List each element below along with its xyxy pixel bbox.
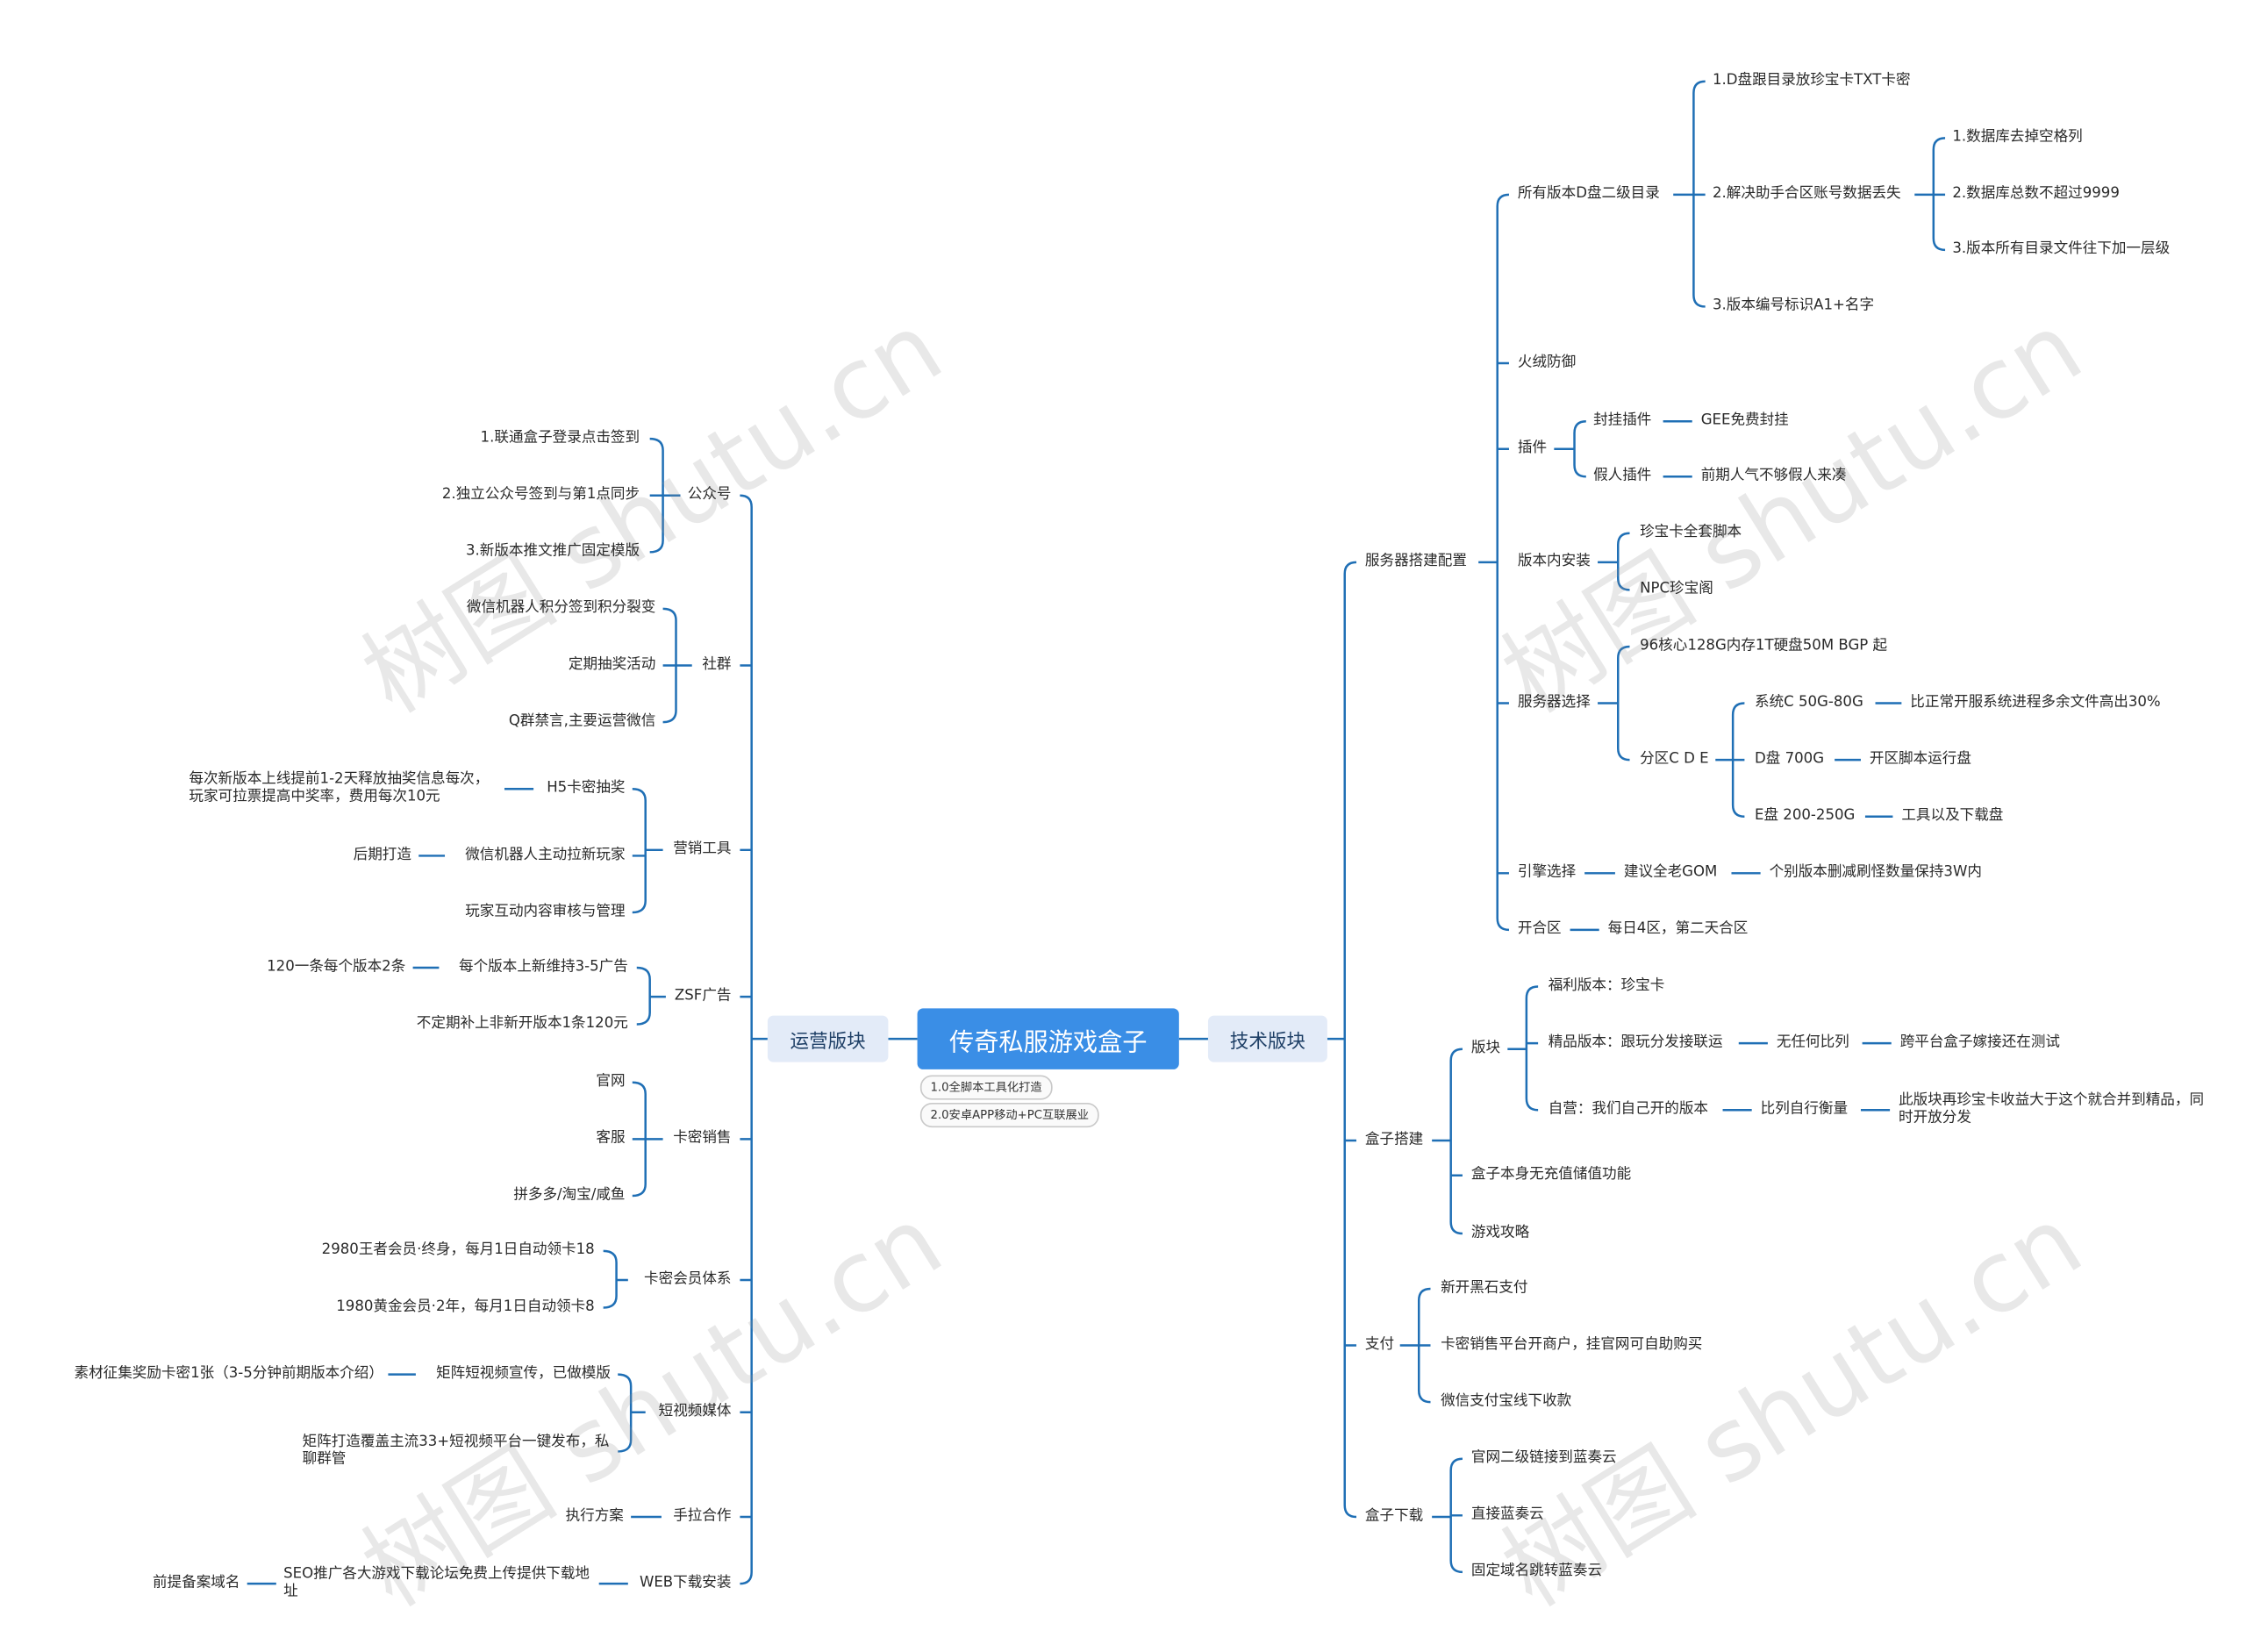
node-plugin-a[interactable]: 封挂插件: [1593, 412, 1652, 429]
node-dsp-a-note[interactable]: 素材征集奖励卡密1张（3-5分钟前期版本介绍）: [74, 1365, 383, 1382]
branch-ops[interactable]: 运营版块: [767, 1015, 889, 1062]
node-leaf[interactable]: 此版块再珍宝卡收益大于这个就合并到精品，同时开放分发: [1899, 1092, 2205, 1126]
node-plugin-b[interactable]: 假人插件: [1593, 468, 1652, 484]
node-ver[interactable]: 版块: [1470, 1040, 1501, 1056]
node-leaf[interactable]: 新开黑石支付: [1441, 1280, 1528, 1297]
node-e[interactable]: E盘 200-250G: [1754, 807, 1856, 825]
root-note: 1.0全脚本工具化打造: [919, 1075, 1053, 1100]
root-node[interactable]: 传奇私服游戏盒子: [917, 1008, 1179, 1069]
node-c[interactable]: 系统C 50G-80G: [1754, 694, 1863, 711]
node-d[interactable]: 所有版本D盘二级目录: [1517, 185, 1660, 203]
node-leaf[interactable]: 微信机器人积分签到积分裂变: [466, 599, 656, 617]
node-leaf[interactable]: 1.D盘跟目录放珍宝卡TXT卡密: [1712, 72, 1911, 89]
node-inner[interactable]: 版本内安装: [1517, 553, 1591, 570]
node-zsf-b[interactable]: 不定期补上非新开版本1条120元: [416, 1015, 628, 1032]
node-leaf[interactable]: 2.数据库总数不超过9999: [1952, 185, 2120, 203]
node-leaf[interactable]: 3.版本所有目录文件往下加一层级: [1952, 240, 2171, 258]
node-leaf[interactable]: 跨平台盒子嫁接还在测试: [1899, 1034, 2060, 1051]
node-web[interactable]: WEB下载安装: [639, 1575, 732, 1591]
node-leaf[interactable]: 盒子本身无充值储值功能: [1470, 1166, 1632, 1184]
node-leaf[interactable]: GEE免费封挂: [1700, 412, 1789, 429]
node-leaf[interactable]: 3.版本编号标识A1+名字: [1712, 297, 1875, 314]
node-yx[interactable]: 营销工具: [673, 840, 732, 858]
node-leaf[interactable]: 2.独立公众号签到与第1点同步: [441, 486, 640, 504]
node-web-a[interactable]: SEO推广各大游戏下载论坛免费上传提供下载地址: [283, 1566, 590, 1600]
node-leaf[interactable]: 火绒防御: [1517, 354, 1577, 371]
node-leaf[interactable]: 游戏攻略: [1470, 1225, 1530, 1241]
node-leaf[interactable]: 96核心128G内存1T硬盘50M BGP 起: [1640, 638, 1888, 654]
node-leaf[interactable]: 比正常开服系统进程多余文件高出30%: [1910, 694, 2161, 711]
node-server[interactable]: 服务器搭建配置: [1364, 553, 1467, 570]
node-leaf[interactable]: 3.新版本推文推广固定模版: [465, 543, 640, 560]
node-zsf-a[interactable]: 每个版本上新维持3-5广告: [459, 959, 628, 976]
node-zy2[interactable]: 比列自行衡量: [1760, 1101, 1849, 1118]
node-part[interactable]: 分区C D E: [1640, 751, 1709, 768]
node-dsp[interactable]: 短视频媒体: [658, 1403, 732, 1420]
node-h5-note[interactable]: 每次新版本上线提前1-2天释放抽奖信息每次，玩家可拉票提高中奖率，费用每次10元: [189, 771, 490, 805]
node-leaf[interactable]: 执行方案: [565, 1508, 624, 1525]
node-leaf[interactable]: 直接蓝奏云: [1470, 1506, 1544, 1523]
node-leaf[interactable]: 定期抽奖活动: [568, 656, 656, 673]
node-leaf[interactable]: Q群禁言,主要运营微信: [508, 713, 656, 730]
node-engine-a[interactable]: 建议全老GOM: [1623, 864, 1718, 881]
node-leaf[interactable]: 工具以及下载盘: [1901, 807, 2004, 825]
root-note: 2.0安卓APP移动+PC互联展业: [919, 1102, 1099, 1128]
node-leaf[interactable]: 拼多多/淘宝/咸鱼: [513, 1187, 626, 1204]
node-leaf[interactable]: 玩家互动内容审核与管理: [465, 904, 626, 920]
node-sl[interactable]: 手拉合作: [673, 1508, 732, 1525]
node-leaf[interactable]: 客服: [596, 1130, 626, 1147]
node-leaf[interactable]: 福利版本：珍宝卡: [1548, 977, 1665, 994]
node-leaf[interactable]: 1.数据库去掉空格列: [1952, 129, 2083, 146]
node-h5[interactable]: H5卡密抽奖: [547, 780, 626, 797]
node-pay[interactable]: 支付: [1364, 1336, 1395, 1353]
node-web-note[interactable]: 前提备案域名: [152, 1575, 240, 1591]
node-dl[interactable]: 盒子下载: [1364, 1508, 1424, 1525]
node-leaf[interactable]: NPC珍宝阁: [1640, 581, 1713, 597]
node-sq[interactable]: 社群: [702, 656, 732, 673]
node-bot[interactable]: 微信机器人主动拉新玩家: [465, 847, 626, 863]
node-leaf[interactable]: 1980黄金会员·2年，每月1日自动领卡8: [336, 1298, 595, 1315]
node-zy[interactable]: 自营：我们自己开的版本: [1548, 1101, 1708, 1118]
node-engine[interactable]: 引擎选择: [1517, 864, 1577, 881]
node-dd[interactable]: D盘 700G: [1754, 751, 1825, 768]
node-leaf[interactable]: 珍宝卡全套脚本: [1640, 524, 1742, 541]
node-leaf[interactable]: 个别版本删减刷怪数量保持3W内: [1769, 864, 1982, 881]
node-kmhy[interactable]: 卡密会员体系: [644, 1271, 732, 1288]
node-d-i2[interactable]: 2.解决助手合区账号数据丢失: [1712, 185, 1901, 203]
node-gzh[interactable]: 公众号: [687, 486, 732, 504]
node-jp2[interactable]: 无任何比列: [1776, 1034, 1849, 1051]
node-leaf[interactable]: 每日4区，第二天合区: [1607, 920, 1749, 938]
node-dsp-a[interactable]: 矩阵短视频宣传，已做模版: [436, 1365, 611, 1382]
node-leaf[interactable]: 1.联通盒子登录点击签到: [480, 430, 640, 447]
node-kmxs[interactable]: 卡密销售: [673, 1130, 732, 1147]
node-leaf[interactable]: 官网二级链接到蓝奏云: [1470, 1449, 1617, 1467]
node-leaf[interactable]: 官网: [596, 1073, 626, 1091]
node-bot-note[interactable]: 后期打造: [353, 847, 411, 863]
node-plugin[interactable]: 插件: [1517, 440, 1548, 457]
node-zsf-a-note[interactable]: 120一条每个版本2条: [267, 959, 406, 976]
node-zsf[interactable]: ZSF广告: [674, 988, 732, 1005]
node-box[interactable]: 盒子搭建: [1364, 1132, 1424, 1148]
node-leaf[interactable]: 微信支付宝线下收款: [1441, 1393, 1572, 1410]
node-sel[interactable]: 服务器选择: [1517, 694, 1591, 711]
node-leaf[interactable]: 卡密销售平台开商户，挂官网可自助购买: [1441, 1336, 1703, 1353]
node-leaf[interactable]: 开区脚本运行盘: [1869, 751, 1971, 768]
node-dsp-b[interactable]: 矩阵打造覆盖主流33+短视频平台一键发布，私聊群管: [302, 1434, 610, 1468]
node-kq[interactable]: 开合区: [1517, 920, 1562, 938]
node-jp[interactable]: 精品版本：跟玩分发接联运: [1548, 1034, 1723, 1051]
branch-tech[interactable]: 技术版块: [1207, 1015, 1327, 1062]
node-leaf[interactable]: 前期人气不够假人来凑: [1700, 468, 1847, 484]
node-leaf[interactable]: 固定域名跳转蓝奏云: [1470, 1563, 1603, 1580]
node-leaf[interactable]: 2980王者会员·终身，每月1日自动领卡18: [321, 1241, 595, 1259]
